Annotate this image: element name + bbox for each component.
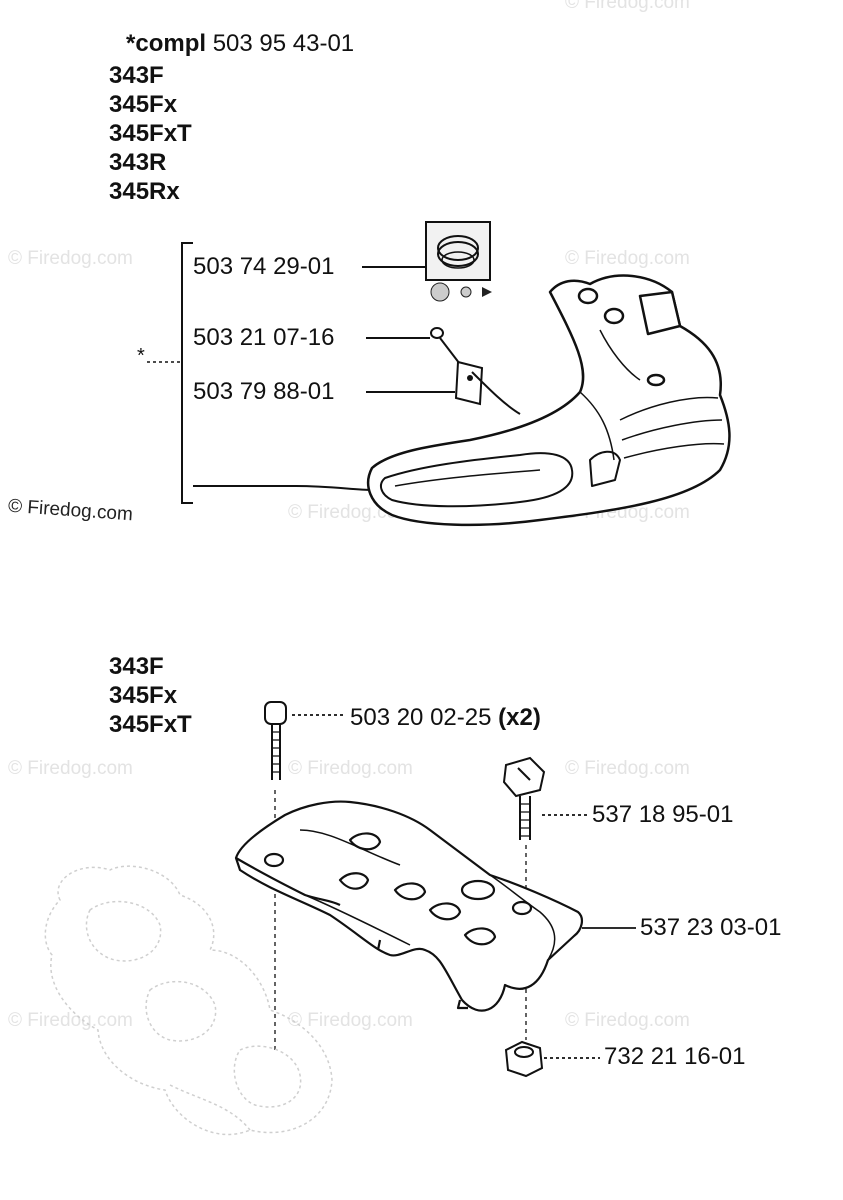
heat-shield-icon xyxy=(234,800,584,1012)
model-item: 345FxT xyxy=(109,120,192,147)
bracket xyxy=(181,242,193,504)
model-item: 345FxT xyxy=(109,711,192,738)
bolt-label: 503 20 02-25 (x2) xyxy=(350,704,541,732)
model-item: 343F xyxy=(109,653,164,680)
bolt-icon xyxy=(502,756,546,840)
watermark: © Firedog.com xyxy=(8,248,133,269)
watermark: © Firedog.com xyxy=(565,1010,690,1031)
engine-outline xyxy=(44,865,333,1136)
model-item: 345Fx xyxy=(109,91,178,118)
part-number: 732 21 16-01 xyxy=(604,1043,746,1070)
star-marker: * xyxy=(137,345,145,367)
model-item: 343R xyxy=(109,149,167,176)
watermark: © Firedog.com xyxy=(565,758,690,779)
compl-number: 503 95 43-01 xyxy=(212,30,355,57)
part-number: 537 18 95-01 xyxy=(592,801,734,828)
part-number: 503 21 07-16 xyxy=(193,324,335,351)
bolt-icon xyxy=(264,701,287,780)
watermark: © Firedog.com xyxy=(8,1010,133,1031)
watermark: © Firedog.com xyxy=(565,0,690,13)
model-item: 345Rx xyxy=(109,178,180,205)
watermark: © Firedog.com xyxy=(288,1010,413,1031)
model-list-2: 343F 345Fx 345FxT xyxy=(109,652,192,739)
compl-prefix: *compl xyxy=(126,30,207,57)
compl-label: *compl 503 95 43-01 xyxy=(126,30,354,58)
watermark: © Firedog.com xyxy=(8,758,133,779)
plate-icon xyxy=(454,360,521,415)
model-item: 343F xyxy=(109,62,164,89)
nut-icon xyxy=(504,1040,544,1078)
watermark: © Firedog.com xyxy=(288,758,413,779)
model-item: 345Fx xyxy=(109,682,178,709)
quantity-label: (x2) xyxy=(498,704,541,731)
part-number: 537 23 03-01 xyxy=(640,914,782,941)
part-number: 503 79 88-01 xyxy=(193,378,335,405)
handle-icon xyxy=(367,274,731,527)
model-list-1: 343F 345Fx 345FxT 343R 345Rx xyxy=(109,61,192,206)
leader-line xyxy=(193,485,373,491)
spring-kit-icon xyxy=(425,221,492,302)
part-number: 503 74 29-01 xyxy=(193,253,335,280)
part-number: 503 20 02-25 xyxy=(350,704,492,731)
watermark: © Firedog.com xyxy=(565,248,690,269)
